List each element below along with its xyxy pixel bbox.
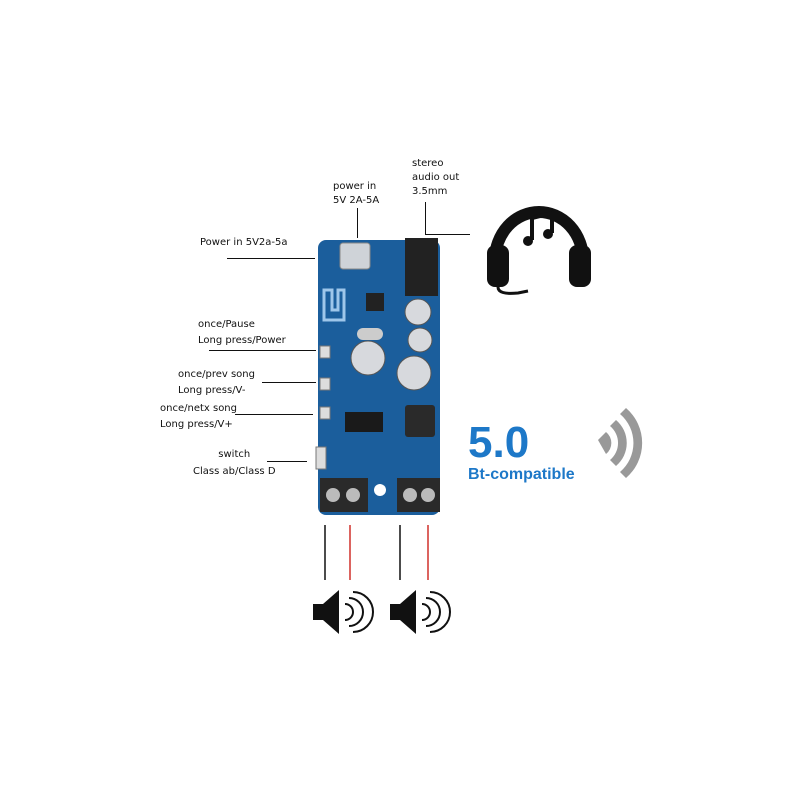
label-line: audio out [412, 172, 460, 183]
bt-antenna [322, 288, 346, 322]
buttons [315, 345, 331, 470]
prev-song-label: once/prev song Long press/V- [178, 367, 255, 399]
switch-label: switch Class ab/Class D [193, 446, 276, 480]
audio-jack [405, 238, 438, 296]
stereo-out-label: stereo audio out 3.5mm [412, 157, 459, 199]
capacitors [350, 298, 433, 391]
bt-compatible-label: Bt-compatible [468, 466, 575, 483]
leader-line [235, 414, 313, 415]
label-line: 5V 2A-5A [333, 195, 380, 206]
next-song-label: once/netx song Long press/V+ [160, 401, 237, 433]
power-in-side-label: Power in 5V2a-5a [200, 237, 288, 248]
headphones-music-icon [487, 206, 591, 295]
label-line: stereo [412, 158, 444, 169]
label-line: Long press/Power [198, 335, 286, 346]
leader-line [227, 258, 315, 259]
pause-label: once/Pause Long press/Power [198, 317, 286, 349]
label-line: once/Pause [198, 319, 255, 330]
speaker-icon [313, 590, 374, 634]
leader-line [425, 234, 470, 235]
label-line: switch [218, 449, 251, 460]
label-line: power in [333, 181, 377, 192]
wireless-signal-icon [598, 408, 643, 478]
leader-line [357, 208, 358, 238]
leader-line [209, 350, 316, 351]
bt-chip [366, 293, 384, 311]
label-line: once/prev song [178, 369, 255, 380]
label-line: Class ab/Class D [193, 466, 276, 477]
label-line: Long press/V+ [160, 419, 233, 430]
bt-version: 5.0 [468, 418, 530, 467]
micro-usb-port [339, 242, 371, 270]
leader-line [262, 382, 316, 383]
leader-line [425, 202, 426, 235]
power-in-top-label: power in 5V 2A-5A [333, 180, 379, 208]
label-line: 3.5mm [412, 186, 448, 197]
inductor [405, 405, 435, 437]
amp-ic [345, 412, 383, 432]
label-line: once/netx song [160, 403, 237, 414]
speaker-icon [390, 590, 451, 634]
leader-line [267, 461, 307, 462]
label-line: Long press/V- [178, 385, 246, 396]
crystal [357, 328, 383, 340]
